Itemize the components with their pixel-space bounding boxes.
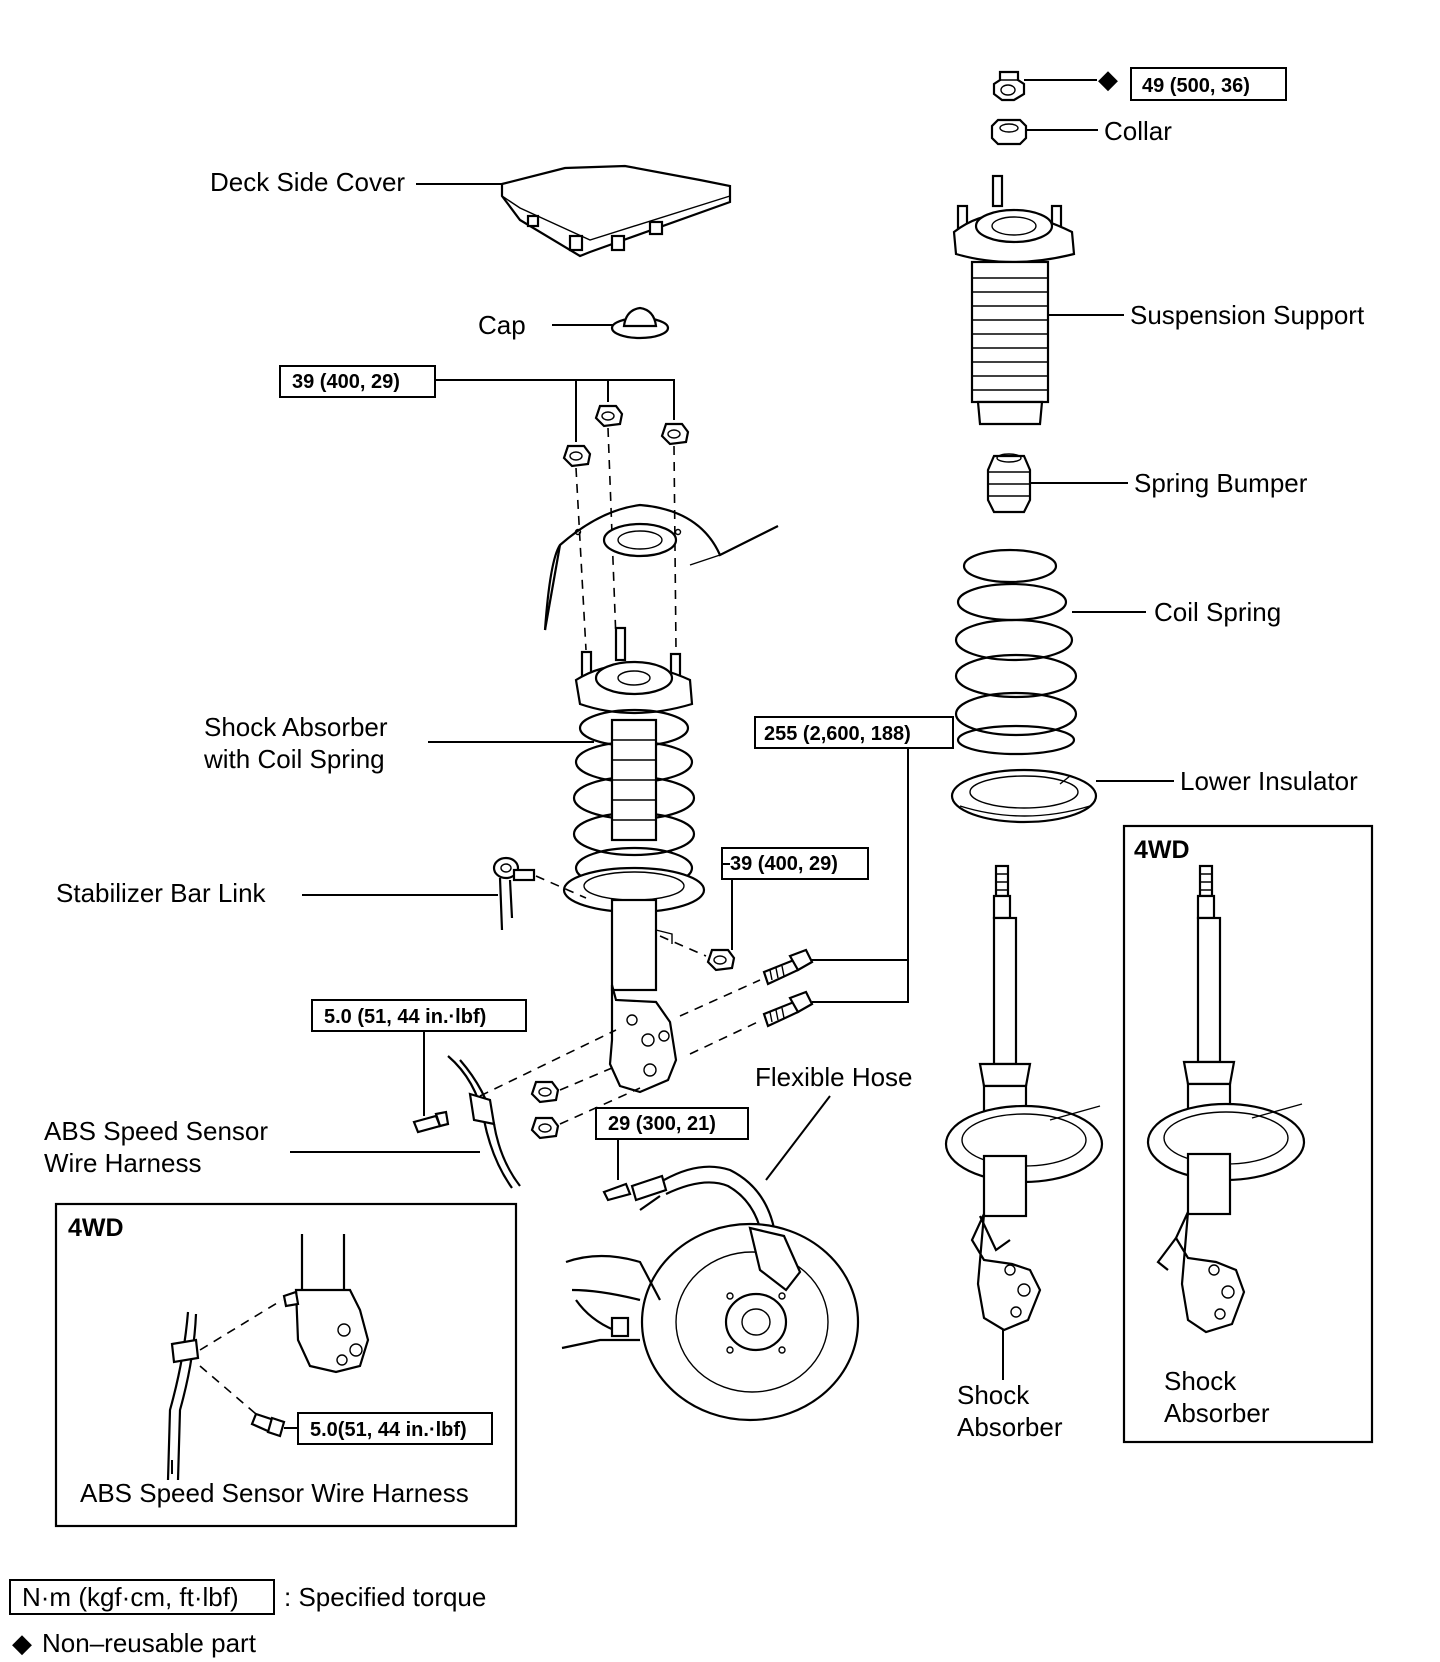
- shock-with-spring-part: [562, 626, 706, 1094]
- label-lower-insulator: Lower Insulator: [1180, 766, 1358, 796]
- support-nut-1: [562, 444, 592, 468]
- torque-hose-bolt: 29 (300, 21): [608, 1113, 716, 1135]
- label-shock-absorber-1: Shock: [957, 1380, 1030, 1410]
- label-deck-side-cover: Deck Side Cover: [210, 167, 405, 197]
- torque-top-nut: 49 (500, 36): [1142, 75, 1250, 97]
- strut-tower-panel: [543, 503, 779, 631]
- label-stabilizer-bar-link: Stabilizer Bar Link: [56, 878, 267, 908]
- label-collar: Collar: [1104, 116, 1172, 146]
- knuckle-nut-2: [530, 1116, 560, 1140]
- deck-side-cover-part: [500, 164, 732, 258]
- support-nut-2: [594, 404, 624, 428]
- shock-absorber-part: [944, 864, 1104, 1332]
- label-shock-with-spring-1: Shock Absorber: [204, 712, 388, 742]
- inset-knuckle-part: [282, 1234, 370, 1374]
- label-shock-absorber-2: Absorber: [957, 1412, 1063, 1442]
- hose-bolt: [602, 1182, 632, 1202]
- heading-4wd-right: 4WD: [1134, 836, 1190, 864]
- label-shock-absorber-4wd-1: Shock: [1164, 1366, 1237, 1396]
- spring-bumper-part: [986, 453, 1032, 514]
- label-shock-absorber-4wd-2: Absorber: [1164, 1398, 1270, 1428]
- heading-4wd-left: 4WD: [68, 1214, 124, 1242]
- knuckle-bolt-2: [762, 990, 814, 1028]
- inset-4wd-left: [54, 1202, 518, 1528]
- torque-inset-harness-bolt: 5.0(51, 44 in.·lbf): [310, 1419, 467, 1441]
- stabilizer-nut: [706, 948, 736, 972]
- label-cap: Cap: [478, 310, 526, 340]
- inset-harness-part: [166, 1311, 200, 1481]
- torque-box-support-nuts: [279, 365, 436, 398]
- torque-box-inset-harness-bolt: [297, 1412, 493, 1445]
- abs-harness-part: [447, 1055, 521, 1189]
- torque-box-knuckle-bolts: [754, 716, 954, 749]
- torque-box-hose-bolt: [595, 1107, 749, 1140]
- torque-support-nuts: 39 (400, 29): [292, 371, 400, 393]
- inset-harness-bolt: [250, 1412, 286, 1438]
- support-nut-3: [660, 422, 690, 446]
- lower-insulator-part: [950, 768, 1098, 824]
- legend-torque-unit: N·m (kgf·cm, ft·lbf): [22, 1582, 239, 1612]
- stabilizer-bar-link-part: [492, 856, 536, 931]
- label-shock-with-spring-2: with Coil Spring: [203, 744, 385, 774]
- label-inset-abs-harness: ABS Speed Sensor Wire Harness: [80, 1478, 469, 1508]
- legend-nonreusable-symbol: ◆: [12, 1628, 32, 1658]
- shock-absorber-4wd-part: [1146, 864, 1306, 1334]
- legend-nonreusable: Non–reusable part: [42, 1628, 257, 1658]
- inset-4wd-right: [1122, 824, 1374, 1444]
- brake-disc-part: [561, 1222, 860, 1422]
- legend-torque-box: [9, 1579, 275, 1615]
- suspension-support-part: [952, 174, 1076, 426]
- label-flexible-hose: Flexible Hose: [755, 1062, 913, 1092]
- knuckle-nut-1: [530, 1080, 560, 1104]
- torque-box-stabilizer-nut: [721, 847, 869, 880]
- torque-stabilizer-nut: 39 (400, 29): [730, 853, 838, 875]
- cap-part: [610, 306, 670, 340]
- torque-knuckle-bolts: 255 (2,600, 188): [764, 723, 911, 745]
- label-spring-bumper: Spring Bumper: [1134, 468, 1308, 498]
- torque-box-top-nut: [1130, 67, 1287, 101]
- label-abs-harness-2: Wire Harness: [44, 1148, 201, 1178]
- knuckle-bolt-1: [762, 948, 814, 986]
- label-coil-spring: Coil Spring: [1154, 597, 1281, 627]
- label-suspension-support: Suspension Support: [1130, 300, 1365, 330]
- collar-part: [990, 118, 1028, 146]
- torque-box-harness-bolt: [311, 999, 527, 1032]
- top-nut: [992, 70, 1026, 102]
- coil-spring-part: [954, 548, 1078, 756]
- label-abs-harness-1: ABS Speed Sensor: [44, 1116, 268, 1146]
- nonreusable-marker: ◆: [1098, 64, 1118, 94]
- torque-harness-bolt: 5.0 (51, 44 in.·lbf): [324, 1006, 486, 1028]
- harness-bolt: [412, 1110, 450, 1134]
- legend-torque-desc: : Specified torque: [284, 1582, 486, 1612]
- flexible-hose-part: [630, 1165, 778, 1251]
